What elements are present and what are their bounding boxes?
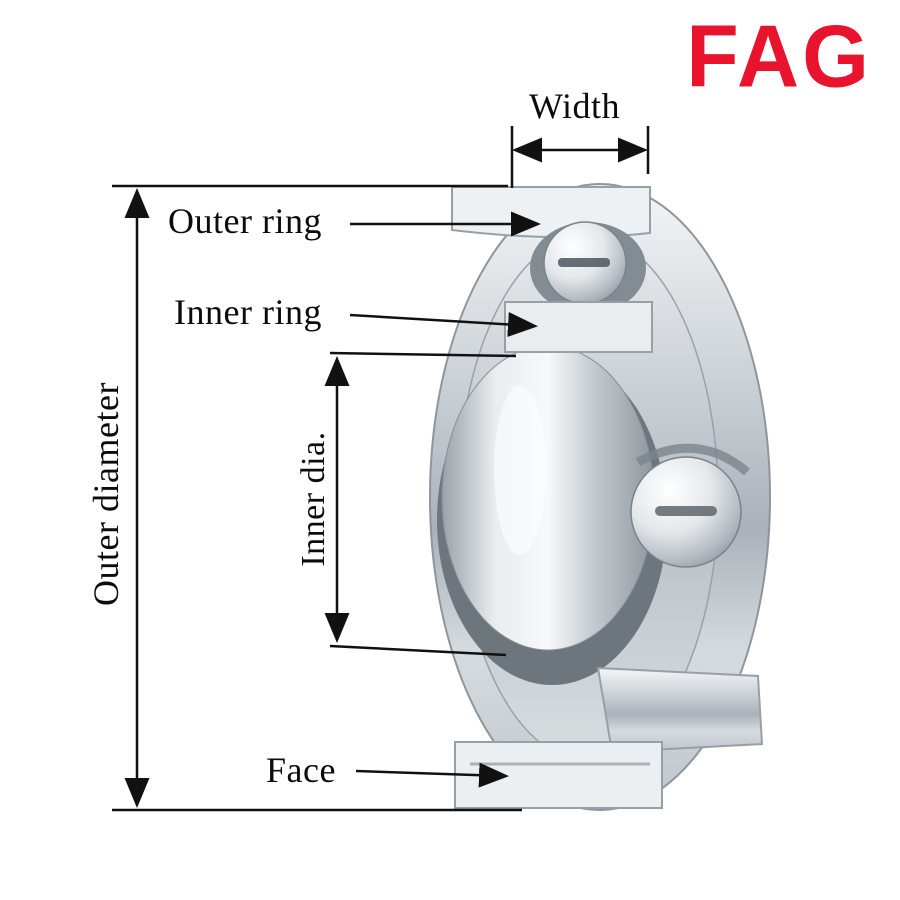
width-dimension-arrow <box>510 126 650 188</box>
fag-logo: FAG <box>686 8 872 106</box>
inner-dia-label: Inner dia. <box>295 431 332 567</box>
face-label: Face <box>266 750 336 790</box>
bearing-illustration <box>429 183 771 811</box>
outer-diameter-dimension-arrow <box>112 184 522 812</box>
face-leader-arrow <box>355 762 509 788</box>
outer-ring-label: Outer ring <box>168 201 322 241</box>
inner-ring-leader-arrow <box>349 312 538 337</box>
inner-ring-label: Inner ring <box>174 292 322 332</box>
outer-diameter-label: Outer diameter <box>86 382 126 606</box>
width-label: Width <box>529 86 621 126</box>
inner-diameter-dimension-arrow <box>324 351 517 657</box>
